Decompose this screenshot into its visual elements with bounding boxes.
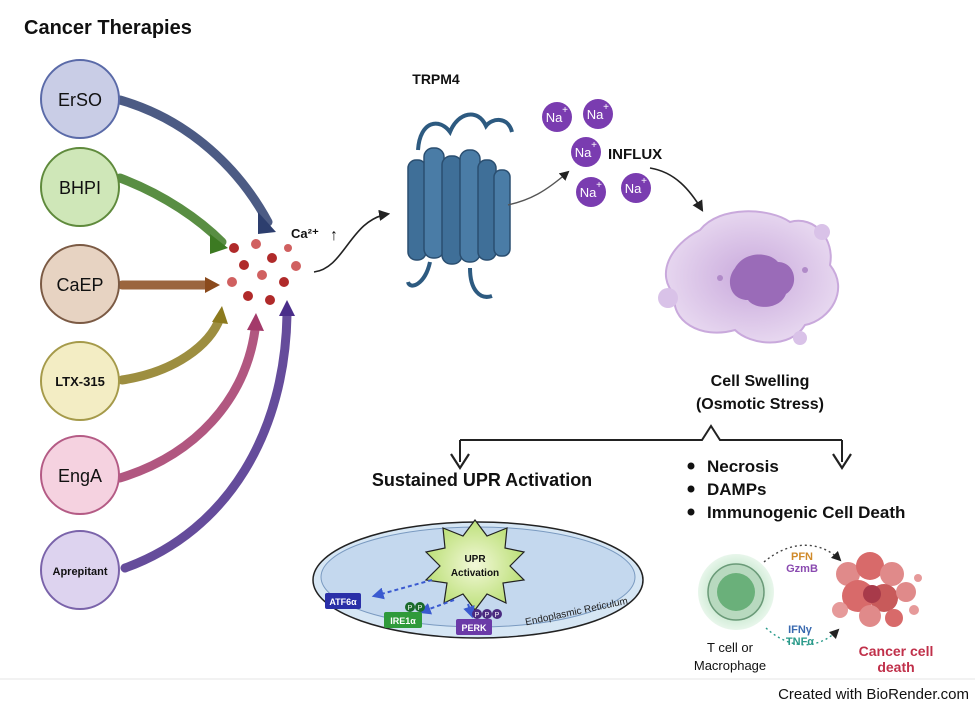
arrow-calcium-to-trpm4 xyxy=(313,209,391,273)
arrow-bhpi xyxy=(115,173,227,247)
svg-text:Na: Na xyxy=(546,110,563,125)
upr-signal-arrows xyxy=(371,579,475,619)
svg-text:IRE1α: IRE1α xyxy=(390,616,416,626)
svg-text:P: P xyxy=(475,612,480,619)
influx-label: INFLUX xyxy=(608,146,662,163)
factor-pfn: PFN xyxy=(791,551,813,563)
therapy-bhpi: BHPI xyxy=(40,147,120,227)
factor-tnf: TNFα xyxy=(786,636,814,648)
svg-text:P: P xyxy=(418,605,423,612)
sodium-ion: Na + xyxy=(621,173,651,203)
calcium-up-arrow: ↑ xyxy=(330,227,338,244)
therapy-label: ErSO xyxy=(58,90,102,110)
trpm4-channel xyxy=(406,112,514,299)
sodium-ion: Na + xyxy=(571,137,601,167)
arrow-sodium-to-cell xyxy=(649,167,704,212)
trpm4-label: TRPM4 xyxy=(412,71,460,87)
upr-heading: Sustained UPR Activation xyxy=(372,470,592,490)
therapy-label: Aprepitant xyxy=(53,566,108,578)
sodium-ion: Na + xyxy=(576,177,606,207)
arrow-aprepitant xyxy=(120,310,292,573)
svg-text:Na: Na xyxy=(625,181,642,196)
svg-text:Na: Na xyxy=(580,185,597,200)
sensor-atf6: ATF6α xyxy=(325,593,361,609)
immune-label-line1: T cell or xyxy=(707,640,754,655)
svg-text:+: + xyxy=(596,180,602,191)
burst-line1: UPR xyxy=(464,554,486,565)
arrow-enga xyxy=(115,325,260,483)
cancer-death-line2: death xyxy=(877,659,914,675)
svg-text:P: P xyxy=(485,612,490,619)
svg-text:+: + xyxy=(562,105,568,116)
therapy-list: ErSO BHPI CaEP LTX-315 EngA Aprepitant xyxy=(40,59,120,610)
calcium-ions xyxy=(227,239,301,305)
page-title: Cancer Therapies xyxy=(24,17,192,39)
factor-ifn: IFNγ xyxy=(788,624,813,636)
therapy-aprepitant: Aprepitant xyxy=(40,530,120,610)
outcome-item: Necrosis xyxy=(707,457,779,476)
therapy-label: EngA xyxy=(58,466,102,486)
svg-text:P: P xyxy=(495,612,500,619)
therapy-erso: ErSO xyxy=(40,59,120,139)
outcome-item: Immunogenic Cell Death xyxy=(707,503,905,522)
therapy-caep: CaEP xyxy=(40,244,120,324)
cancer-death-line1: Cancer cell xyxy=(859,643,934,659)
therapy-label: BHPI xyxy=(59,178,101,198)
therapy-label: LTX-315 xyxy=(55,374,105,389)
dying-cancer-cell xyxy=(832,552,922,627)
svg-text:ATF6α: ATF6α xyxy=(329,597,357,607)
footer-credit: Created with BioRender.com xyxy=(778,686,969,703)
sensor-ire1: IRE1α P P xyxy=(384,602,425,628)
arrow-pfn-gzmb xyxy=(763,544,842,563)
swollen-cell xyxy=(658,210,840,345)
outcomes-list: Necrosis DAMPs Immunogenic Cell Death xyxy=(687,457,905,522)
factor-gzmb: GzmB xyxy=(786,563,818,575)
arrow-trpm4-to-sodium xyxy=(507,170,570,206)
split-bracket xyxy=(450,424,852,471)
arrow-ifn-tnf xyxy=(765,627,840,646)
svg-text:+: + xyxy=(591,140,597,151)
arrow-ltx xyxy=(117,313,225,385)
immune-cell xyxy=(698,554,774,630)
sensor-perk: PERK P P P xyxy=(456,609,502,635)
sodium-ions: Na + Na + Na + Na + Na + xyxy=(542,99,651,207)
therapy-ltx315: LTX-315 xyxy=(40,341,120,421)
sodium-ion: Na + xyxy=(542,102,572,132)
calcium-label: Ca²⁺ xyxy=(291,226,319,241)
svg-text:+: + xyxy=(603,102,609,113)
svg-text:+: + xyxy=(641,176,647,187)
svg-text:Na: Na xyxy=(587,107,604,122)
therapy-arrows xyxy=(115,95,295,573)
svg-text:PERK: PERK xyxy=(461,623,487,633)
immune-label-line2: Macrophage xyxy=(694,658,766,673)
therapy-label: CaEP xyxy=(56,275,103,295)
swelling-title: Cell Swelling xyxy=(711,373,810,390)
burst-line2: Activation xyxy=(451,568,499,579)
arrow-erso xyxy=(115,95,273,227)
svg-text:P: P xyxy=(408,605,413,612)
svg-text:Na: Na xyxy=(575,145,592,160)
therapy-enga: EngA xyxy=(40,435,120,515)
outcome-item: DAMPs xyxy=(707,480,767,499)
swelling-subtitle: (Osmotic Stress) xyxy=(696,396,824,413)
sodium-ion: Na + xyxy=(583,99,613,129)
